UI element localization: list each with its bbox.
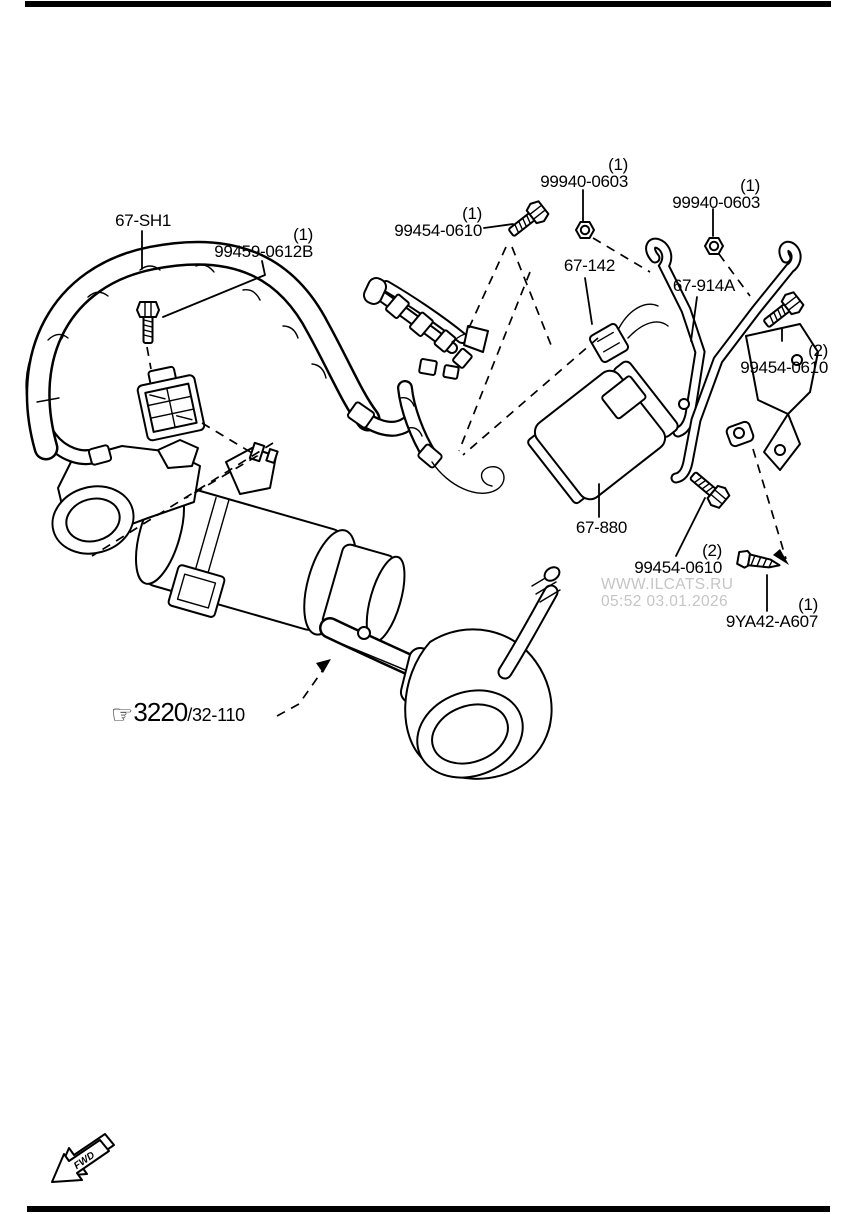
qty-badge: (2)	[702, 541, 722, 560]
qty-badge: (1)	[798, 595, 818, 614]
part-number: 99454-0610	[740, 358, 828, 377]
part-label-99940-0603-a: (1)99940-0603	[540, 156, 628, 190]
part-number: 99940-0603	[540, 172, 628, 191]
qty-badge: (1)	[293, 225, 313, 244]
harness-branch-lobe	[362, 277, 388, 305]
nut-99940-0603-b-icon	[704, 237, 724, 255]
part-number: 99454-0610	[634, 558, 722, 577]
part-number: 67-914A	[672, 276, 735, 295]
part-label-99459-0612b: (1)99459-0612B	[214, 226, 313, 260]
part-number: 9YA42-A607	[725, 612, 818, 631]
flag-connector	[463, 325, 489, 353]
part-label-67-sh1: 67-SH1	[115, 212, 171, 229]
rack-tube-screw	[357, 626, 371, 640]
input-ring	[51, 485, 135, 555]
reference-subgroup-code: /32-110	[187, 705, 245, 725]
bracket-hole	[678, 398, 690, 410]
branch-connector	[442, 364, 460, 380]
pointing-hand-icon: ☞	[111, 701, 134, 729]
watermark: WWW.ILCATS.RU 05:52 03.01.2026	[601, 576, 733, 610]
motor-connector	[167, 564, 226, 618]
harness-cuff	[347, 401, 375, 429]
bracket-plate-tail	[763, 413, 801, 471]
gear-mount-tab	[157, 439, 199, 469]
part-label-67-880: 67-880	[576, 519, 627, 536]
bolt-99459-0612b-icon	[136, 301, 160, 344]
branch-connector	[385, 293, 410, 319]
fwd-direction-arrow: FWD	[51, 1133, 115, 1183]
part-number: 99454-0610	[394, 221, 482, 240]
qty-badge: (2)	[808, 341, 828, 360]
nut-99940-0603-a-icon	[575, 221, 595, 239]
control-module	[527, 303, 679, 505]
watermark-site: WWW.ILCATS.RU	[601, 576, 734, 593]
part-label-99454-0610-c: (2)99454-0610	[634, 542, 722, 576]
part-label-99940-0603-b: (1)99940-0603	[672, 177, 760, 211]
watermark-date: 05:52 03.01.2026	[601, 593, 729, 610]
gear-mount-bolt	[265, 448, 279, 464]
part-number: 99940-0603	[672, 193, 760, 212]
wiring-harness	[25, 240, 505, 494]
bolt-99454-0610-a-icon	[503, 197, 552, 243]
mounting-bracket	[645, 237, 819, 484]
qty-badge: (1)	[462, 204, 482, 223]
part-label-67-914a: 67-914A	[673, 277, 735, 294]
harness-grid-connector	[136, 365, 206, 442]
part-number: 67-SH1	[115, 211, 171, 230]
frame-top-border	[25, 1, 831, 7]
qty-badge: (1)	[740, 176, 760, 195]
harness-plug-67-142	[588, 322, 630, 364]
harness-cuff	[417, 443, 443, 469]
reference-group-code: 3220	[133, 697, 188, 727]
part-number: 67-142	[563, 256, 615, 275]
reference-callout: ☞3220/32-110	[111, 697, 245, 730]
branch-connector	[452, 347, 473, 369]
branch-connector	[409, 311, 434, 337]
part-number: 67-880	[575, 518, 627, 537]
bracket-hole	[733, 427, 745, 439]
bolt-99454-0610-c-icon	[684, 465, 733, 512]
part-number: 99459-0612B	[214, 242, 313, 261]
bracket-plate	[745, 323, 819, 415]
harness-wire-loop	[431, 461, 505, 494]
qty-badge: (1)	[608, 155, 628, 174]
label-leader-lines	[141, 189, 783, 612]
branch-connector	[418, 358, 438, 376]
part-label-67-142: 67-142	[564, 257, 615, 274]
part-label-99454-0610-b: (2)99454-0610	[740, 342, 828, 376]
input-shaft-tip	[543, 566, 561, 582]
harness-end-connector	[87, 444, 113, 466]
screw-9ya42-a607-icon	[735, 548, 783, 575]
frame-bottom-border	[27, 1206, 830, 1212]
pinion-ring	[416, 689, 524, 779]
part-label-99454-0610-a: (1)99454-0610	[394, 205, 482, 239]
branch-connector	[433, 329, 457, 353]
assembly-dash-lines	[91, 237, 789, 717]
part-label-9ya42-a607: (1)9YA42-A607	[726, 596, 818, 630]
